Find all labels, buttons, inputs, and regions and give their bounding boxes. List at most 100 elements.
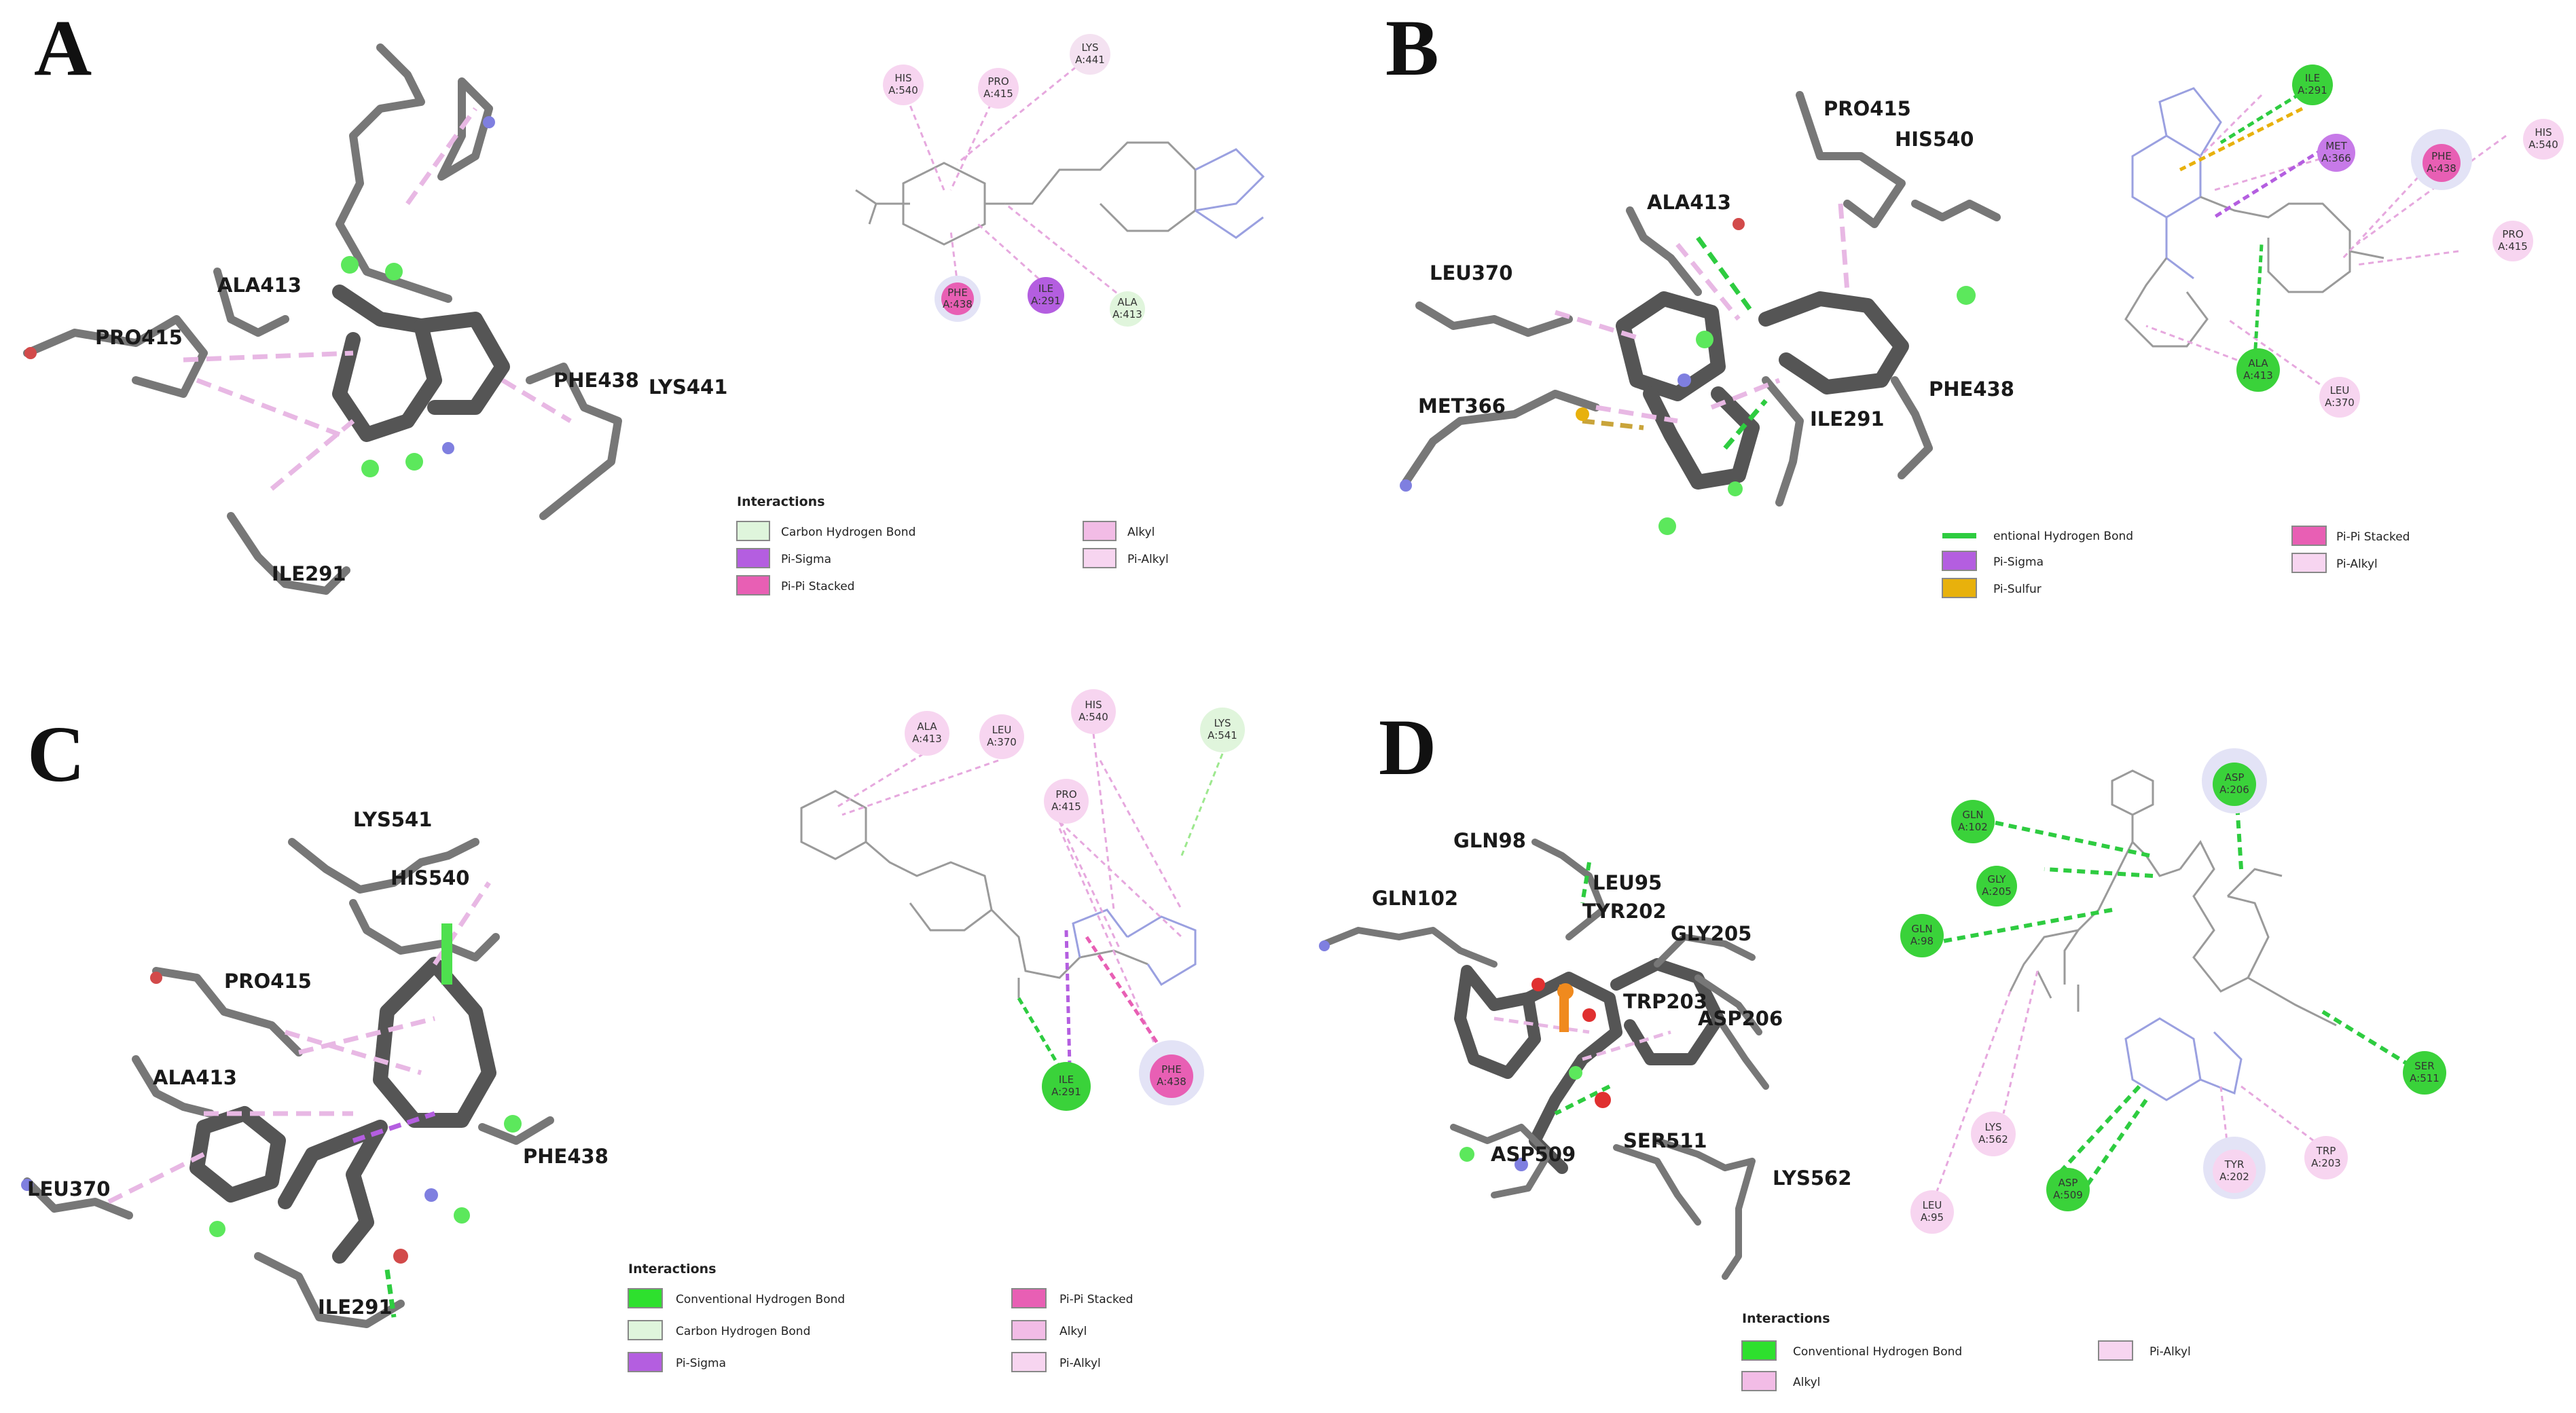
b-2d-hbond-lines — [2219, 86, 2310, 361]
c-stick-ala413 — [132, 1055, 215, 1118]
svg-text:A:415: A:415 — [983, 88, 1013, 100]
svg-text:A:441: A:441 — [1075, 54, 1105, 66]
svg-text:A:438: A:438 — [1157, 1076, 1186, 1088]
a-residue-label-4: LYS441 — [649, 375, 727, 399]
c-atom-red-1 — [393, 1249, 408, 1264]
b-atom-green-1 — [1957, 286, 1976, 305]
panel-b: B PRO415 HIS540 ALA413 — [1385, 3, 2564, 598]
a-stick-ala413 — [213, 268, 289, 337]
a-2d-interaction-lines — [902, 60, 1125, 300]
svg-text:ALA: ALA — [1117, 296, 1138, 308]
svg-text:LYS: LYS — [1081, 41, 1098, 54]
a-stick-ligand-ring-2 — [414, 312, 510, 415]
svg-text:ALA: ALA — [2248, 357, 2268, 369]
c-residue-label-1: LYS541 — [353, 808, 432, 831]
d-residue-label-9: ASP509 — [1491, 1143, 1576, 1166]
b-ligand-bonds-n — [2131, 87, 2222, 280]
svg-text:A:370: A:370 — [987, 736, 1017, 748]
svg-text:Pi-Pi Stacked: Pi-Pi Stacked — [2336, 530, 2410, 544]
a-residue-label-3: PHE438 — [554, 369, 639, 392]
svg-text:A:202: A:202 — [2219, 1171, 2249, 1183]
panel-d: D GLN98 GLN102 LEU95 TYR202 GLY — [1319, 703, 2446, 1391]
c-legend-item-6: Pi-Alkyl — [1011, 1352, 1101, 1372]
d-residue-label-10: LYS562 — [1773, 1167, 1851, 1190]
panel-b-3d-model: PRO415 HIS540 ALA413 LEU370 MET366 PHE43… — [1400, 91, 2014, 535]
a-stick-ligand-ring-1 — [332, 285, 442, 442]
panel-letter-b: B — [1385, 3, 1439, 92]
c-atom-green-1 — [504, 1115, 522, 1133]
c-3d-hbond-dash — [384, 1269, 397, 1318]
svg-text:ASP: ASP — [2058, 1177, 2078, 1189]
panel-letter-c: C — [27, 710, 85, 799]
panel-a-3d-model: PRO415 ALA413 PHE438 LYS441 ILE291 — [23, 43, 727, 595]
svg-text:A:541: A:541 — [1208, 729, 1237, 741]
svg-text:Pi-Sulfur: Pi-Sulfur — [1993, 583, 2042, 596]
c-2d-interaction-lines — [835, 733, 1183, 1060]
b-atom-green-2 — [1696, 331, 1713, 348]
svg-text:GLN: GLN — [1962, 809, 1983, 821]
d-residue-label-6: TRP203 — [1623, 990, 1707, 1013]
svg-text:LEU: LEU — [2330, 384, 2350, 397]
d-atom-red-2 — [1582, 1008, 1596, 1022]
svg-text:A:540: A:540 — [1078, 711, 1108, 723]
svg-text:A:205: A:205 — [1982, 885, 2012, 898]
svg-text:A:291: A:291 — [1031, 295, 1061, 307]
svg-text:A:370: A:370 — [2325, 397, 2355, 409]
a-atom-green-1 — [341, 256, 359, 274]
svg-text:TRP: TRP — [2316, 1145, 2336, 1157]
c-stick-lys541 — [288, 838, 479, 894]
d-stick-lys562 — [1654, 1137, 1756, 1280]
a-residue-label-2: ALA413 — [217, 274, 302, 297]
a-legend-item-5: Pi-Alkyl — [1083, 548, 1169, 568]
svg-text:Pi-Sigma: Pi-Sigma — [676, 1357, 726, 1370]
b-atom-sulfur — [1576, 407, 1589, 421]
a-atom-blue-1 — [483, 116, 495, 128]
d-residue-label-1: GLN98 — [1453, 829, 1526, 852]
b-legend-item-4: Pi-Pi Stacked — [2291, 526, 2410, 546]
a-atom-green-3 — [361, 460, 379, 477]
a-ligand-bonds-n — [1195, 148, 1265, 239]
svg-text:Conventional Hydrogen Bond: Conventional Hydrogen Bond — [1793, 1345, 1962, 1359]
d-stick-gln102 — [1321, 927, 1498, 968]
c-legend-title: Interactions — [628, 1262, 716, 1277]
b-3d-interaction-dashes — [1554, 203, 1850, 424]
b-stick-his540 — [1911, 200, 2001, 221]
svg-text:PHE: PHE — [947, 287, 968, 299]
b-2d-pisigma-line — [2213, 147, 2324, 219]
a-legend-item-2: Pi-Sigma — [736, 548, 831, 568]
a-stick-ring-1 — [437, 77, 493, 181]
d-legend-item-1: Conventional Hydrogen Bond — [1741, 1340, 1962, 1361]
b-residue-label-4: LEU370 — [1430, 261, 1512, 285]
d-3d-interaction-dashes — [1493, 1016, 1671, 1061]
d-residue-label-8: SER511 — [1623, 1129, 1707, 1152]
d-atom-red-3 — [1595, 1092, 1611, 1108]
svg-text:A:98: A:98 — [1910, 935, 1934, 947]
panel-b-legend: entional Hydrogen Bond Pi-Sigma Pi-Sulfu… — [1942, 526, 2410, 598]
b-atom-green-3 — [1658, 517, 1676, 535]
panel-c: C LYS541 HIS540 PRO415 — [21, 689, 1245, 1372]
c-2d-carbon-hbond-line — [1180, 753, 1224, 856]
c-3d-interaction-dashes — [107, 881, 491, 1205]
a-ligand-bonds — [855, 141, 1197, 246]
b-stick-ligand-ring-2 — [1643, 386, 1760, 490]
c-legend-item-4: Pi-Pi Stacked — [1011, 1288, 1133, 1308]
svg-text:SER: SER — [2414, 1060, 2434, 1072]
d-stick-ligand-chain — [1522, 972, 1622, 1174]
svg-text:PHE: PHE — [1161, 1063, 1182, 1076]
panel-c-legend: Interactions Conventional Hydrogen Bond … — [628, 1262, 1133, 1372]
c-stick-phe438 — [478, 1116, 554, 1145]
a-atom-blue-2 — [442, 442, 454, 454]
